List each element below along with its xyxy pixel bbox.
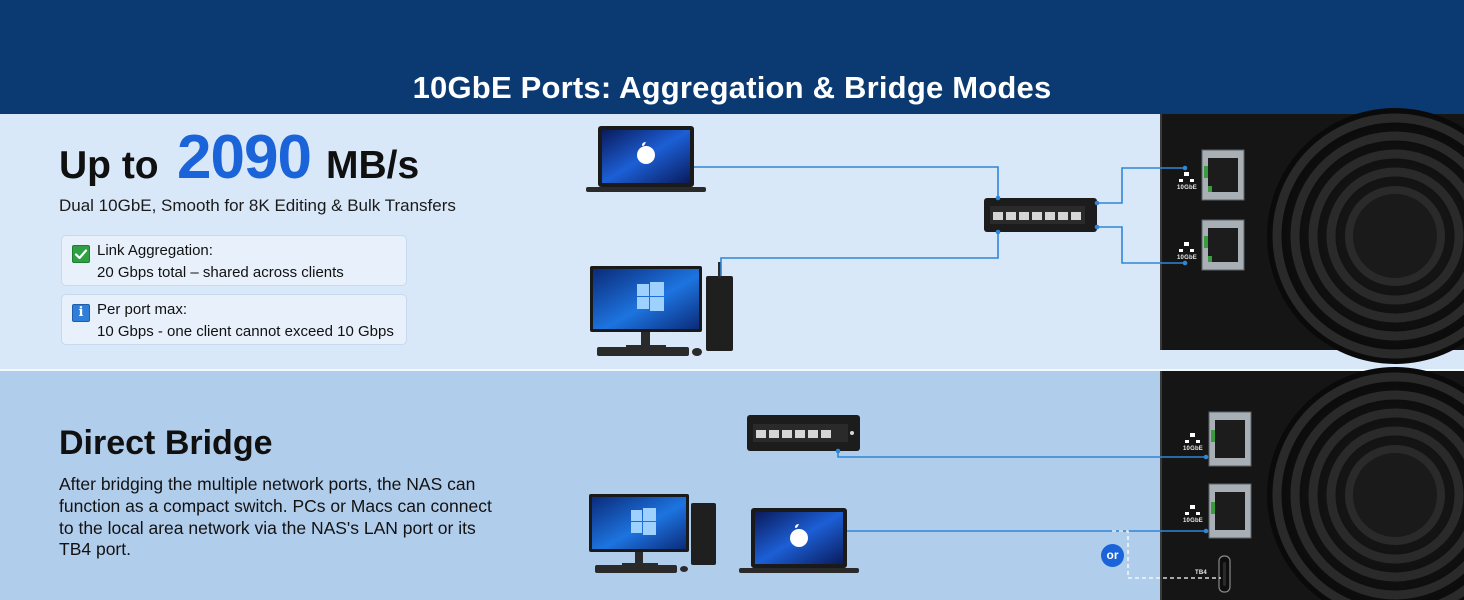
page-title: 10GbE Ports: Aggregation & Bridge Modes (412, 70, 1052, 105)
speed-subtitle: Dual 10GbE, Smooth for 8K Editing & Bulk… (59, 196, 456, 215)
port-label-10gbe: 10GbE (1177, 255, 1198, 261)
laptop-icon (586, 126, 706, 192)
port-label-10gbe: 10GbE (1183, 446, 1204, 452)
speed-prefix: Up to (59, 144, 159, 187)
port-label-tb4: TB4 (1195, 570, 1207, 576)
ethernet-port-top-1 (1201, 149, 1245, 201)
per-port-max-text: 10 Gbps - one client cannot exceed 10 Gb… (97, 323, 394, 340)
header-banner: 10GbE Ports: Aggregation & Bridge Modes (0, 0, 1464, 114)
optional-cable (1112, 530, 1221, 579)
network-switch-icon (747, 415, 860, 451)
ethernet-port-bottom-2 (1208, 483, 1252, 539)
desktop-pc-icon (590, 262, 733, 356)
per-port-max-title: Per port max: (97, 301, 188, 318)
port-label-10gbe: 10GbE (1177, 185, 1198, 191)
info-icon: i (72, 304, 90, 322)
nas-device-bottom (1160, 367, 1464, 600)
desktop-pc-icon (589, 494, 716, 573)
link-aggregation-box: Link Aggregation: 20 Gbps total – shared… (61, 235, 407, 286)
thunderbolt-port (1218, 555, 1231, 593)
bridge-title: Direct Bridge (59, 424, 273, 462)
ethernet-port-top-2 (1201, 219, 1245, 271)
speed-unit: MB/s (326, 144, 420, 187)
port-label-10gbe: 10GbE (1183, 518, 1204, 524)
network-cable (694, 166, 1206, 532)
ethernet-port-bottom-1 (1208, 411, 1252, 467)
nas-device-top (1160, 108, 1464, 364)
link-aggregation-title: Link Aggregation: (97, 242, 213, 259)
bridge-description: After bridging the multiple network port… (59, 474, 492, 560)
per-port-max-box: i Per port max: 10 Gbps - one client can… (61, 294, 407, 345)
speed-value: 2090 (177, 123, 312, 192)
link-aggregation-text: 20 Gbps total – shared across clients (97, 264, 344, 281)
laptop-icon (739, 508, 859, 573)
network-icon (1179, 172, 1194, 252)
check-icon (72, 245, 90, 263)
or-badge: or (1101, 544, 1124, 567)
panel-divider (0, 369, 1464, 371)
network-switch-icon (984, 198, 1097, 232)
